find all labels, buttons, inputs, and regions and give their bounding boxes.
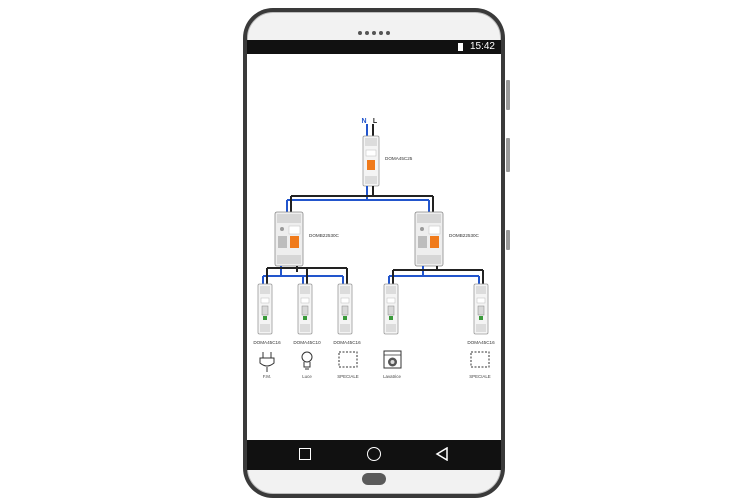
circuit-breaker-1 [257,283,273,335]
circuit-1-load-label: F.M. [263,374,271,379]
rcd-breaker-right [414,211,444,267]
circuit-2-load-label: Luce [302,374,312,379]
special-load-icon [338,351,358,368]
rcd-left-label: DOMB22530C [309,233,340,238]
right-branch-busbar [388,266,484,286]
special-load-icon [470,351,490,368]
washing-machine-icon [383,350,402,369]
recent-apps-icon[interactable] [299,448,311,460]
neutral-label: N [361,118,366,125]
battery-icon [458,43,463,51]
rcd-breaker-left [274,211,304,267]
volume-down-button[interactable] [506,138,510,172]
circuit-5-breaker-label: DOMA45C16 [467,340,495,345]
bulb-icon [301,351,313,370]
status-time: 15:42 [469,41,495,52]
wiring-diagram: N L DOMA45C25 DOMB22530C DOMB22530C [253,118,495,379]
app-screen: N L DOMA45C25 DOMB22530C DOMB22530C [247,54,501,440]
navigation-bar [247,440,501,470]
supply-wires: N L [361,118,378,136]
circuit-5-load-label: SPECIALE [469,374,491,379]
status-bar: 15:42 [247,40,501,54]
circuit-4-load-label: Lavatrice [383,374,401,379]
circuit-3-load-label: SPECIALE [337,374,359,379]
volume-up-button[interactable] [506,80,510,110]
hardware-home-button[interactable] [362,473,386,485]
main-breaker [362,135,380,187]
speaker-grille [243,22,505,40]
socket-icon [259,352,275,372]
rcd-right-label: DOMB22530C [449,233,480,238]
main-busbar [286,186,434,212]
power-button[interactable] [506,230,510,250]
circuit-breaker-3 [337,283,353,335]
circuit-3-breaker-label: DOMA45C16 [333,340,361,345]
circuit-breaker-4 [383,283,399,335]
circuit-breaker-5 [473,283,489,335]
circuit-breaker-2 [297,283,313,335]
main-breaker-label: DOMA45C25 [385,156,413,161]
line-label: L [373,118,378,125]
back-icon[interactable] [435,447,449,461]
circuit-1-breaker-label: DOMA45C16 [253,340,281,345]
left-branch-busbar [262,266,348,286]
home-icon[interactable] [367,447,381,461]
circuit-2-breaker-label: DOMA45C10 [293,340,321,345]
